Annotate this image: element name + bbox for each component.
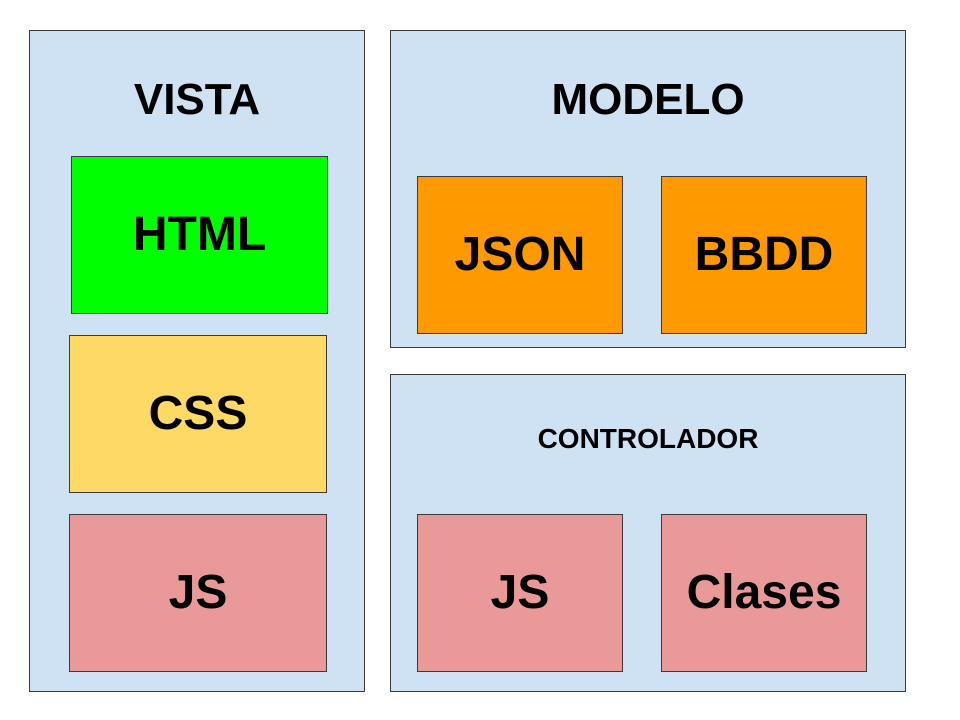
vista-panel: VISTA HTML CSS JS xyxy=(29,30,365,692)
controlador-js-box: JS xyxy=(417,514,623,672)
modelo-panel: MODELO JSON BBDD xyxy=(390,30,906,348)
modelo-bbdd-box: BBDD xyxy=(661,176,867,334)
vista-js-box: JS xyxy=(69,514,327,672)
controlador-clases-box: Clases xyxy=(661,514,867,672)
modelo-json-box: JSON xyxy=(417,176,623,334)
controlador-title: CONTROLADOR xyxy=(537,423,759,454)
vista-html-box: HTML xyxy=(71,156,328,314)
modelo-title: MODELO xyxy=(551,75,745,124)
vista-css-box: CSS xyxy=(69,335,327,493)
controlador-panel: CONTROLADOR JS Clases xyxy=(390,374,906,692)
vista-title: VISTA xyxy=(133,75,261,124)
